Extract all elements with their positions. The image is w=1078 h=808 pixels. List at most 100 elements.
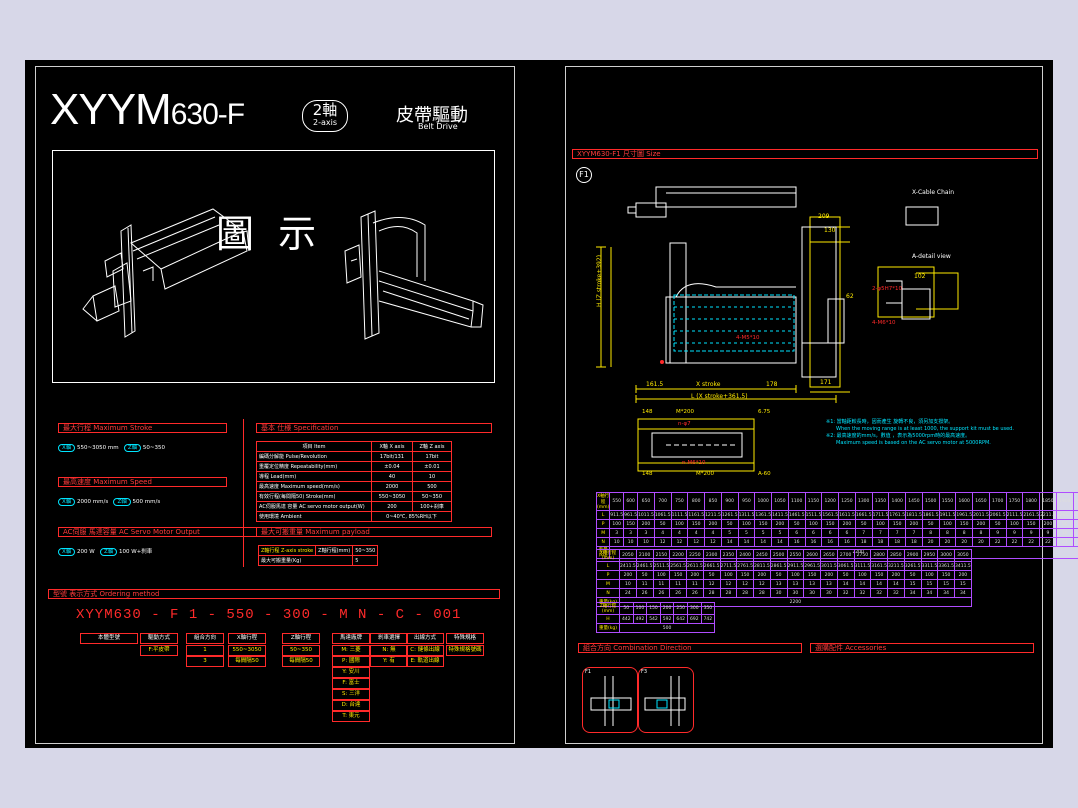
accessories-header: 選購配件 Accessories [810, 643, 1034, 653]
ordering-box-value: 50~350 [282, 645, 320, 656]
payload-header: 最大可搬重量 Maximum payload [256, 527, 492, 537]
spec-header: 基本 仕様 Specification [256, 423, 492, 433]
ordering-box-value: S: 三洋 [332, 689, 370, 700]
ordering-box-value: 550~3050 [228, 645, 266, 656]
ordering-box-value: E: 軌道出線 [406, 656, 444, 667]
dim-d3: 209 [818, 213, 830, 220]
ordering-box-value: P: 國際 [332, 656, 370, 667]
ordering-box-label: 驅動方式 [140, 633, 178, 644]
dim-d1: 161.5 [646, 381, 664, 388]
dim-x-stroke: X stroke [696, 381, 721, 388]
ordering-box-label: 剎車選擇 [370, 633, 408, 644]
right-panel: XYYM630-F1 尺寸圖 Size F1 [565, 66, 1078, 744]
servo-header: AC伺服 馬達容量 AC Servo Motor Output [58, 527, 257, 537]
dim-d4: 130 [824, 227, 836, 234]
dim-d7: 102 [914, 273, 926, 280]
detail-view-label: A-detail view [912, 253, 951, 260]
cable-chain-label: X-Cable Chain [912, 189, 955, 196]
notes: ※1: 當軸距較長時，因而產生 旋轉不良，須另加支撐架。 When the mo… [826, 419, 1014, 446]
dim-h: H (Z stroke+392) [596, 254, 603, 307]
ordering-box-value: T: 東元 [332, 711, 370, 722]
ordering-box-value: 1 [186, 645, 224, 656]
ordering-box-value: F:平皮帶 [140, 645, 178, 656]
ordering-box-value: N: 無 [370, 645, 408, 656]
ordering-box-value: 每間隔50 [228, 656, 266, 667]
ordering-box-value: 特殊規格號碼 [446, 645, 484, 656]
dimension-drawing [596, 186, 959, 472]
servo-row: X軸 200 W Z軸 100 W+刹車 [58, 547, 152, 556]
dim-p3: M*200 [696, 471, 714, 477]
ordering-box-value: Y: 有 [370, 656, 408, 667]
stroke-row: X軸 550~3050 mm Z軸 50~350 [58, 443, 165, 452]
dim-p4: 6.75 [758, 409, 771, 415]
f1-badge: F1 [576, 167, 592, 183]
ordering-box-label: 馬達廠牌 [332, 633, 370, 644]
combination-f3: F3 [638, 667, 694, 733]
speed-row: X軸 2000 mm/s Z軸 500 mm/s [58, 497, 160, 506]
ordering-box-label: X軸行程 [228, 633, 266, 644]
dim-d6: 171 [820, 379, 832, 386]
ordering-header: 型號 表示方式 Ordering method [48, 589, 500, 599]
dim-p5: 148 [642, 409, 653, 415]
drive-title-cn: 皮帶驅動 [396, 105, 468, 126]
ordering-box-value: 3 [186, 656, 224, 667]
dim-d2: 178 [766, 381, 778, 388]
dim-p7: 148 [642, 471, 653, 477]
dim-bolt1: 4-M5*10 [736, 335, 760, 341]
size-header: XYYM630-F1 尺寸圖 Size [572, 149, 1038, 159]
model-title: XYYM630-F [50, 85, 245, 134]
left-panel: XYYM630-F 2軸 2-axis 皮帶驅動 Belt Drive 圖 示 [35, 66, 515, 744]
ordering-box-label: 特殊規格 [446, 633, 484, 644]
grid-row: M333444455556666777788889999101010 [595, 528, 1078, 538]
spec-row: 重覆定位精度 Repeatability(mm)±0.04±0.01 [256, 461, 453, 472]
ordering-box-value: D: 台達 [332, 700, 370, 711]
dim-l: L (X stroke+361.5) [691, 393, 748, 400]
speed-header: 最高速度 Maximum Speed [58, 477, 227, 487]
dim-p1: M*200 [676, 409, 694, 415]
figure-label: 圖 示 [216, 212, 323, 256]
combination-header: 組合方向 Combination Direction [578, 643, 802, 653]
section-divider [243, 419, 244, 567]
dim-d5: 62 [846, 293, 854, 300]
ordering-box-label: 組合方向 [186, 633, 224, 644]
robot-isometric-drawings [82, 208, 484, 340]
ordering-box-value: C: 鏈條出線 [406, 645, 444, 656]
combination-f1: F1 [582, 667, 638, 733]
dim-bolt2: 4-M6*10 [872, 320, 896, 326]
ordering-box-value: Y: 安川 [332, 667, 370, 678]
dim-bolt3: 2-φ5H7*10 [872, 286, 902, 292]
ordering-box-label: 本體型號 [80, 633, 138, 644]
ordering-box-value: 每間隔50 [282, 656, 320, 667]
stroke-header: 最大行程 Maximum Stroke [58, 423, 227, 433]
drive-title-en: Belt Drive [418, 122, 458, 131]
ordering-box-label: 出線方式 [406, 633, 444, 644]
cad-drawing-sheet: XYYM630-F 2軸 2-axis 皮帶驅動 Belt Drive 圖 示 [25, 60, 1078, 748]
dim-bolt4: n-M6*10 [682, 460, 706, 466]
ordering-code: XYYM630 - F 1 - 550 - 300 - M N - C - 00… [76, 607, 462, 623]
figure-box: 圖 示 [52, 150, 495, 383]
ordering-box-value: M: 三菱 [332, 645, 370, 656]
ordering-box-value: F: 富士 [332, 678, 370, 689]
ordering-box-label: Z軸行程 [282, 633, 320, 644]
axis-badge: 2軸 2-axis [302, 100, 348, 132]
